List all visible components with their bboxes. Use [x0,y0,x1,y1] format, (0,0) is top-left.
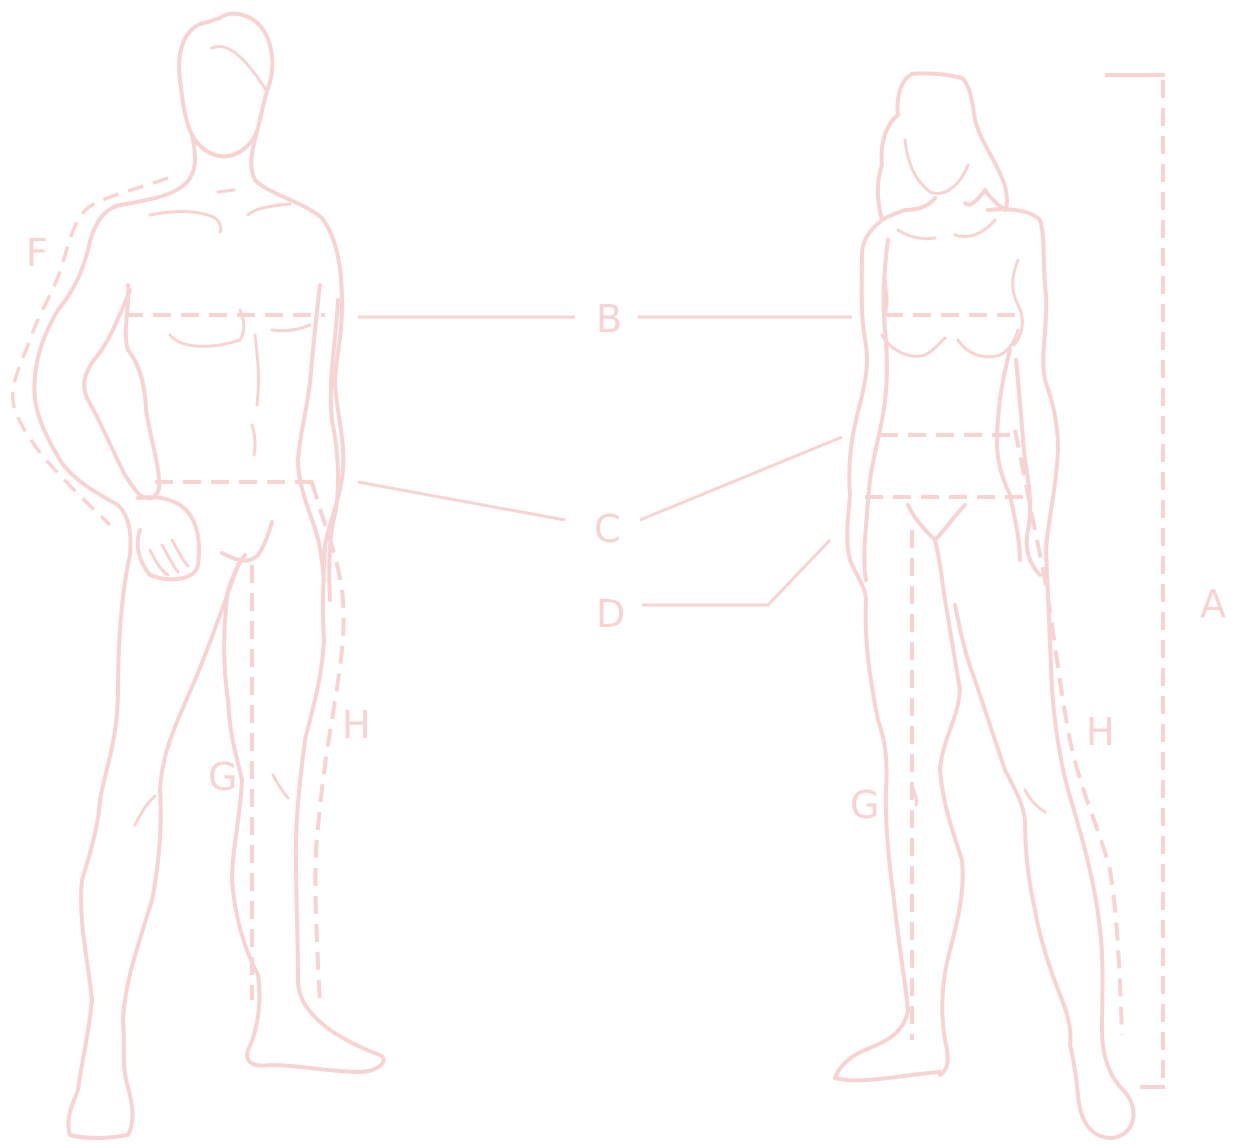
male-pec-right [272,325,310,331]
label-F: F [26,231,48,275]
male-collarbone-left [150,212,221,232]
female-crotch [908,505,965,540]
female-collar-left [898,230,935,239]
female-knee-mark [1025,790,1045,812]
male-torso-right [224,128,383,1072]
male-hair-line [212,46,266,90]
male-crotch [222,522,272,561]
male-collarbone-right [248,204,290,215]
label-G-female: G [850,783,879,827]
male-figure [13,14,384,1138]
label-A: A [1200,582,1226,626]
D-leader [642,540,830,605]
male-knee-mark [273,775,288,798]
female-body-right [955,209,1134,1138]
male-left-hand [138,497,199,579]
female-arm-left [864,240,888,580]
female-bust-left [882,335,945,356]
female-face-contour [905,140,968,193]
male-neck-mark [218,190,234,192]
male-hand-fingers [150,540,188,575]
male-right-arm-outer [329,300,338,600]
label-G-male: G [208,755,237,799]
male-left-arm-inner [84,290,152,498]
label-H-female: H [1086,710,1115,754]
female-side-bust-left [885,270,887,315]
label-C: C [594,507,621,551]
C-leader-right [640,437,842,520]
female-figure [835,73,1134,1138]
label-H-male: H [342,703,371,747]
female-collar-right [955,220,995,237]
C-leader-left [358,482,565,520]
male-left-knee [135,796,155,825]
male-torso-left [34,135,240,1138]
male-abs-line [252,335,258,455]
label-B: B [596,297,622,341]
label-D: D [596,592,625,636]
